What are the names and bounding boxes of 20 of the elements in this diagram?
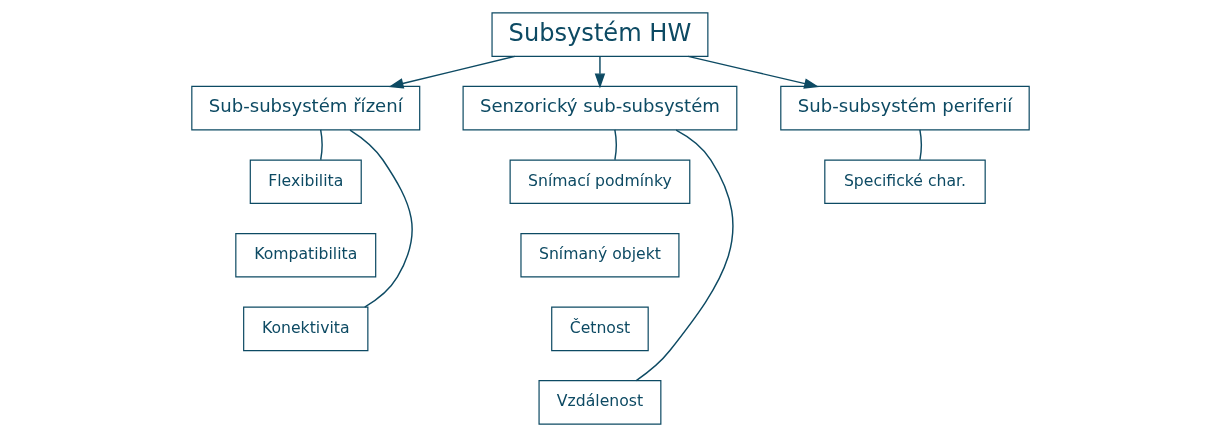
node-box: Četnost — [551, 306, 649, 352]
arrow — [687, 55, 820, 89]
connector — [919, 129, 922, 161]
arrow — [388, 55, 516, 89]
node-box: Snímaný objekt — [520, 232, 680, 278]
node-box: Sub-subsystém periferií — [780, 85, 1030, 131]
node-box: Senzorický sub-subsystém — [462, 85, 738, 131]
node-box: Snímací podmínky — [509, 159, 691, 205]
node-box: Vzdálenost — [538, 380, 662, 425]
connector — [635, 129, 734, 382]
node-box: Flexibilita — [249, 159, 362, 205]
connector — [319, 129, 323, 161]
node-box: Konektivita — [243, 306, 369, 352]
node-box: Specifické char. — [824, 159, 986, 205]
node-box: Kompatibilita — [235, 232, 377, 278]
connector — [349, 129, 413, 308]
connector — [614, 129, 617, 161]
node-box: Subsystém HW — [491, 12, 709, 57]
arrow — [594, 55, 606, 89]
node-box: Sub-subsystém řízení — [191, 85, 421, 131]
